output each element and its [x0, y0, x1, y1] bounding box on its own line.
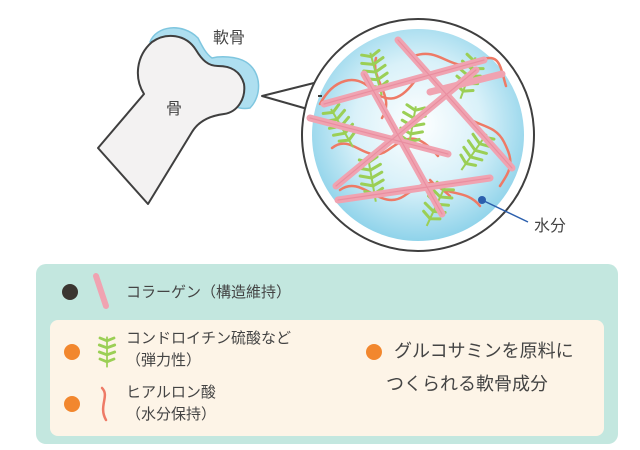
hyaluronic-text-1: ヒアルロン酸 — [126, 383, 216, 401]
hyaluronic-bullet — [64, 396, 80, 412]
cartilage-structure-diagram — [97, 18, 535, 252]
water-pointer-dot — [478, 196, 486, 204]
glucosamine-bullet — [366, 344, 382, 360]
glucosamine-group: コンドロイチン硫酸など （弾力性） ヒアルロン酸 （水分保持） グルコサミンを原… — [50, 320, 604, 436]
collagen-text: コラーゲン（構造維持） — [126, 283, 292, 301]
chondroitin-icon — [97, 336, 117, 368]
chondroitin-text-1: コンドロイチン硫酸など — [126, 329, 292, 347]
glucosamine-text-1: グルコサミンを原料に — [394, 341, 574, 362]
collagen-icon — [93, 273, 109, 309]
chondroitin-bullet — [64, 344, 80, 360]
chondroitin-text-2: （弾力性） — [126, 351, 202, 369]
water-pointer-line — [481, 199, 529, 223]
water-label: 水分 — [534, 216, 567, 235]
legend-panel: コラーゲン（構造維持） コンドロイチン硫酸など （弾力性） ヒアルロン酸 （水分… — [36, 264, 618, 444]
bone-label: 骨 — [166, 99, 183, 118]
hyaluronic-text-2: （水分保持） — [126, 405, 217, 423]
collagen-bullet — [62, 284, 78, 300]
bone-shape — [97, 34, 246, 205]
hyaluronic-icon — [100, 386, 108, 422]
glucosamine-text-2: つくられる軟骨成分 — [386, 374, 548, 395]
cartilage-label: 軟骨 — [213, 28, 246, 47]
